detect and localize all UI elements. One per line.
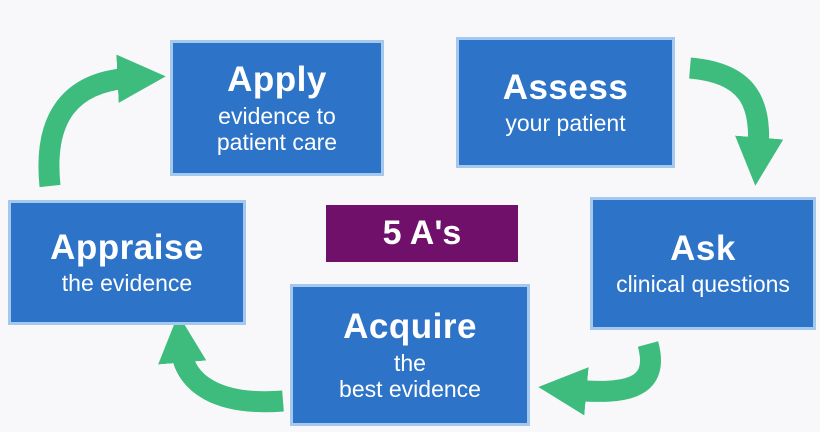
ask-title: Ask bbox=[670, 229, 736, 269]
apply-box: Apply evidence to patient care bbox=[170, 40, 384, 176]
ask-box: Ask clinical questions bbox=[590, 197, 816, 330]
acquire-title: Acquire bbox=[343, 307, 477, 347]
assess-title: Assess bbox=[502, 68, 629, 108]
center-label-5as: 5 A's bbox=[326, 205, 518, 262]
arrow-appraise-to-apply-icon bbox=[38, 54, 166, 188]
arrow-acquire-to-appraise-icon bbox=[158, 314, 284, 413]
appraise-subtitle: the evidence bbox=[61, 270, 193, 297]
assess-box: Assess your patient bbox=[456, 37, 675, 168]
arrow-ask-to-acquire-icon bbox=[538, 341, 661, 416]
assess-subtitle: your patient bbox=[505, 110, 626, 137]
acquire-subtitle: the best evidence bbox=[339, 349, 481, 403]
acquire-box: Acquire the best evidence bbox=[290, 284, 530, 426]
appraise-title: Appraise bbox=[50, 228, 204, 268]
appraise-box: Appraise the evidence bbox=[8, 200, 246, 325]
apply-subtitle: evidence to patient care bbox=[216, 102, 338, 156]
apply-title: Apply bbox=[227, 60, 327, 100]
ask-subtitle: clinical questions bbox=[616, 271, 790, 298]
arrow-assess-to-ask-icon bbox=[688, 57, 784, 186]
